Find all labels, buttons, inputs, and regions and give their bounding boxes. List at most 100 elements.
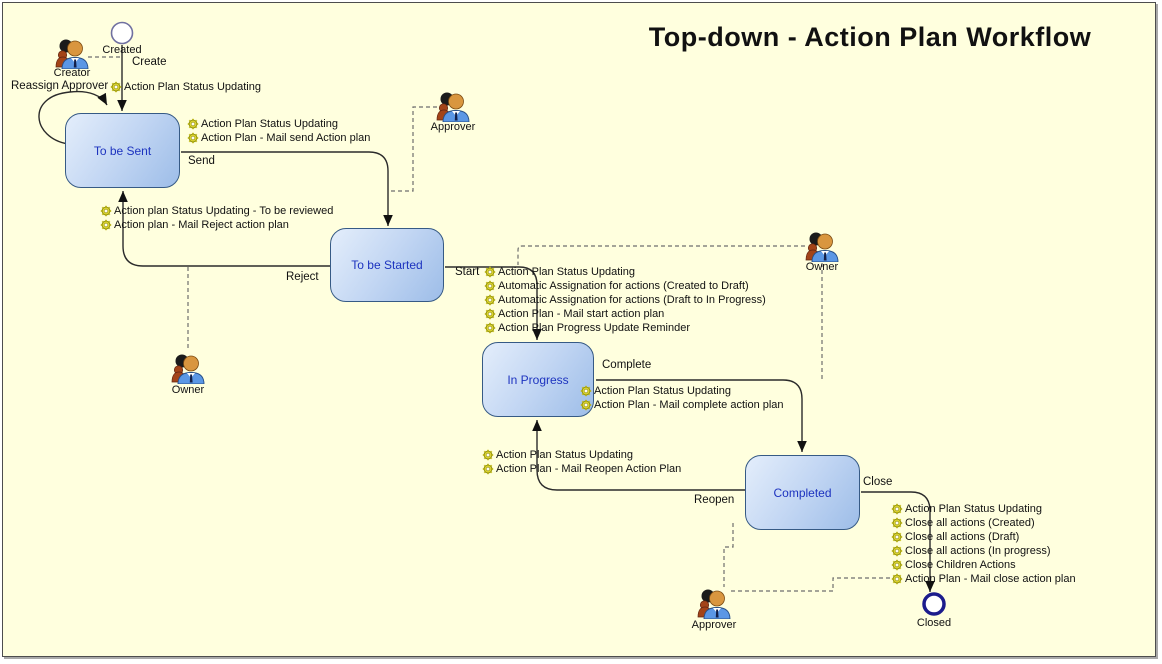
gear-icon <box>187 132 199 144</box>
page-title: Top-down - Action Plan Workflow <box>648 22 1092 52</box>
gear-icon <box>110 81 122 93</box>
gear-icon <box>891 573 903 585</box>
action-item: Close Children Actions <box>891 558 1076 572</box>
edge-start <box>445 266 542 340</box>
people-icon <box>170 352 206 384</box>
edge-reject <box>118 191 330 267</box>
transition-label-reject: Reject <box>286 271 319 283</box>
action-item: Action plan - Mail Reject action plan <box>100 218 333 232</box>
link-approver-send <box>390 106 437 192</box>
gear-icon <box>891 559 903 571</box>
transition-label-send: Send <box>188 155 215 167</box>
transition-label-complete: Complete <box>602 359 652 371</box>
action-label: Close all actions (In progress) <box>905 545 1051 557</box>
action-label: Action Plan Status Updating <box>498 266 635 278</box>
action-list-reject: Action plan Status Updating - To be revi… <box>100 204 333 232</box>
action-item: Automatic Assignation for actions (Draft… <box>484 293 766 307</box>
action-label: Action Plan Status Updating <box>594 385 731 397</box>
link-owner-start <box>517 245 805 265</box>
action-item: Action Plan - Mail close action plan <box>891 572 1076 586</box>
gear-icon <box>891 531 903 543</box>
gear-icon <box>100 205 112 217</box>
closed-node-label: Closed <box>916 617 952 629</box>
edge-complete <box>596 379 807 452</box>
link-approver-completed <box>723 523 734 587</box>
gear-icon <box>484 266 496 278</box>
actor-approver-top[interactable] <box>435 90 471 122</box>
action-label: Action Plan - Mail close action plan <box>905 573 1076 585</box>
action-label: Automatic Assignation for actions (Creat… <box>498 280 749 292</box>
action-label: Close Children Actions <box>905 559 1016 571</box>
state-label: To be Started <box>351 258 423 272</box>
edge-close <box>861 491 935 592</box>
action-item: Action Plan Status Updating <box>482 448 681 462</box>
people-icon <box>54 37 90 69</box>
action-list-reopen: Action Plan Status Updating Action Plan … <box>482 448 681 476</box>
created-start-node[interactable] <box>110 21 134 45</box>
action-item: Action Plan - Mail complete action plan <box>580 398 784 412</box>
action-list-create: Action Plan Status Updating <box>110 80 261 94</box>
gear-icon <box>580 385 592 397</box>
state-to-be-started[interactable]: To be Started <box>330 228 444 302</box>
state-completed[interactable]: Completed <box>745 455 860 530</box>
action-label: Action Plan - Mail send Action plan <box>201 132 371 144</box>
state-label: Completed <box>773 485 832 500</box>
action-item: Action plan Status Updating - To be revi… <box>100 204 333 218</box>
action-label: Action Plan - Mail complete action plan <box>594 399 784 411</box>
gear-icon <box>484 280 496 292</box>
action-item: Action Plan Status Updating <box>484 265 766 279</box>
closed-end-node[interactable] <box>922 592 946 616</box>
people-icon <box>696 587 732 619</box>
actor-owner-left[interactable] <box>170 352 206 384</box>
gear-icon <box>484 322 496 334</box>
transition-label-start: Start <box>455 266 480 278</box>
people-icon <box>804 230 840 262</box>
transition-label-reopen: Reopen <box>694 494 735 506</box>
action-item: Action Plan - Mail Reopen Action Plan <box>482 462 681 476</box>
action-label: Action Plan Status Updating <box>201 118 338 130</box>
state-in-progress[interactable]: In Progress <box>482 342 594 417</box>
action-list-start: Action Plan Status Updating Automatic As… <box>484 265 766 335</box>
state-label: To be Sent <box>93 143 152 158</box>
action-item: Close all actions (Created) <box>891 516 1076 530</box>
gear-icon <box>484 308 496 320</box>
actor-owner-left-label: Owner <box>171 384 205 396</box>
actor-creator-label: Creator <box>53 67 91 79</box>
action-label: Action Plan - Mail Reopen Action Plan <box>496 463 682 475</box>
actor-owner-right[interactable] <box>804 230 840 262</box>
action-list-complete: Action Plan Status Updating Action Plan … <box>580 384 784 412</box>
action-item: Action Plan Status Updating <box>891 502 1076 516</box>
action-item: Close all actions (Draft) <box>891 530 1076 544</box>
gear-icon <box>482 463 494 475</box>
edge-send <box>181 151 393 226</box>
diagram-board <box>2 2 1156 657</box>
gear-icon <box>482 449 494 461</box>
gear-icon <box>100 219 112 231</box>
action-label: Action plan Status Updating - To be revi… <box>114 205 334 217</box>
action-label: Action Plan Status Updating <box>496 449 633 461</box>
gear-icon <box>580 399 592 411</box>
action-label: Close all actions (Created) <box>905 517 1035 529</box>
action-item: Action Plan Status Updating <box>187 117 370 131</box>
state-to-be-sent[interactable]: To be Sent <box>65 113 180 188</box>
gear-icon <box>891 545 903 557</box>
action-item: Action Plan - Mail send Action plan <box>187 131 370 145</box>
people-icon <box>435 90 471 122</box>
action-item: Close all actions (In progress) <box>891 544 1076 558</box>
transition-label-create: Create <box>132 56 167 68</box>
actor-approver-bottom[interactable] <box>696 587 732 619</box>
actor-approver-bottom-label: Approver <box>691 619 737 631</box>
state-label: In Progress <box>507 372 569 387</box>
action-label: Action Plan - Mail start action plan <box>498 308 665 320</box>
gear-icon <box>187 118 199 130</box>
edge-reassign-approver-selfloop <box>38 90 108 145</box>
gear-icon <box>891 517 903 529</box>
action-label: Action Plan Status Updating <box>124 81 261 93</box>
action-label: Action Plan Progress Update Reminder <box>498 322 690 334</box>
actor-creator[interactable] <box>54 37 90 69</box>
gear-icon <box>891 503 903 515</box>
action-label: Action plan - Mail Reject action plan <box>114 219 289 231</box>
transition-label-reassign-approver: Reassign Approver <box>11 80 109 92</box>
